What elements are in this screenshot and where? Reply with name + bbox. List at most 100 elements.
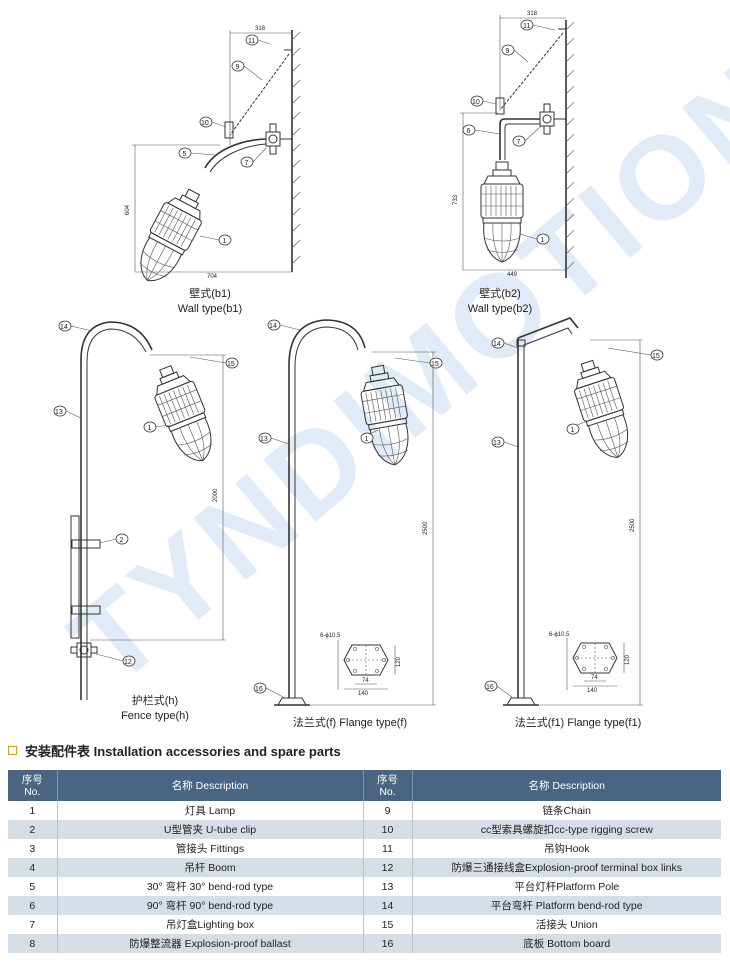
cell-desc-2: 平台灯杆Platform Pole: [412, 877, 721, 896]
table-row: 3 管接头 Fittings 11 吊钩Hook: [8, 839, 721, 858]
svg-text:9: 9: [236, 64, 240, 71]
table-header-row: 序号 No. 名称 Description 序号 No. 名称 Descript…: [8, 770, 721, 801]
svg-text:140: 140: [358, 691, 369, 697]
svg-text:1: 1: [148, 425, 152, 432]
cell-desc: 吊灯盒Lighting box: [57, 915, 364, 934]
svg-text:2500: 2500: [423, 521, 429, 535]
svg-text:120: 120: [396, 656, 402, 667]
table-row: 1 灯具 Lamp 9 链条Chain: [8, 801, 721, 820]
svg-text:11: 11: [523, 23, 530, 30]
svg-text:16: 16: [486, 684, 494, 691]
cell-no-2: 11: [363, 839, 413, 858]
svg-text:704: 704: [207, 274, 218, 280]
caption-cn: 壁式(b2): [479, 288, 521, 300]
caption-flange-f1: 法兰式(f1) Flange type(f1): [488, 716, 668, 731]
table-row: 2 U型管夹 U-tube clip 10 cc型索具螺旋扣cc-type ri…: [8, 820, 721, 839]
caption-fence-h: 护栏式(h) Fence type(h): [95, 694, 215, 724]
svg-text:13: 13: [493, 440, 501, 447]
section-heading: 安装配件表 Installation accessories and spare…: [8, 741, 341, 759]
parts-table: 序号 No. 名称 Description 序号 No. 名称 Descript…: [8, 770, 721, 953]
header-no: 序号 No.: [8, 770, 58, 801]
cell-no: 1: [8, 801, 58, 820]
cell-no: 4: [8, 858, 58, 877]
svg-text:2: 2: [120, 537, 124, 544]
cell-desc-2: cc型索具螺旋扣cc-type rigging screw: [412, 820, 721, 839]
cell-no-2: 16: [363, 934, 413, 953]
caption-cn: 护栏式(h): [131, 695, 179, 707]
watermark: TYNDIMOTION: [47, 35, 730, 709]
svg-text:15: 15: [431, 361, 439, 368]
section-title-text: 安装配件表 Installation accessories and spare…: [25, 743, 341, 759]
cell-desc: 30° 弯杆 30° bend-rod type: [57, 877, 364, 896]
svg-text:604: 604: [125, 204, 131, 215]
cell-no-2: 10: [363, 820, 413, 839]
cell-no-2: 9: [363, 801, 413, 820]
svg-text:6: 6: [467, 128, 471, 135]
caption-wall-b1: 壁式(b1) Wall type(b1): [150, 287, 270, 317]
svg-text:1: 1: [541, 237, 545, 244]
svg-text:6-ϕ10.5: 6-ϕ10.5: [549, 632, 570, 638]
table-row: 4 吊杆 Boom 12 防爆三通接线盒Explosion-proof term…: [8, 858, 721, 877]
svg-text:1: 1: [571, 427, 575, 434]
svg-text:74: 74: [362, 678, 369, 684]
cell-no: 3: [8, 839, 58, 858]
svg-text:13: 13: [55, 409, 63, 416]
caption-en: Flange type(f1): [567, 717, 642, 729]
svg-text:2500: 2500: [630, 518, 636, 532]
svg-text:1: 1: [365, 436, 369, 443]
svg-text:74: 74: [591, 675, 598, 681]
figure-flange-f: 2500 6-ϕ10.5 120 74 140 14 15 13 1 16: [253, 319, 443, 706]
svg-text:12: 12: [124, 659, 132, 666]
header-no-2: 序号 No.: [363, 770, 413, 801]
cell-no-2: 15: [363, 915, 413, 934]
svg-text:14: 14: [269, 323, 277, 330]
svg-text:10: 10: [472, 99, 480, 106]
caption-en: Wall type(b1): [177, 303, 243, 315]
header-description: 名称 Description: [57, 770, 364, 801]
svg-text:15: 15: [227, 361, 235, 368]
svg-text:16: 16: [255, 686, 263, 693]
caption-wall-b2: 壁式(b2) Wall type(b2): [440, 287, 560, 317]
cell-desc-2: 防爆三通接线盒Explosion-proof terminal box link…: [412, 858, 721, 877]
cell-desc-2: 活接头 Union: [412, 915, 721, 934]
caption-flange-f: 法兰式(f) Flange type(f): [270, 716, 430, 731]
cell-desc-2: 平台弯杆 Platform bend-rod type: [412, 896, 721, 915]
table-row: 7 吊灯盒Lighting box 15 活接头 Union: [8, 915, 721, 934]
cell-no-2: 13: [363, 877, 413, 896]
table-row: 6 90° 弯杆 90° bend-rod type 14 平台弯杆 Platf…: [8, 896, 721, 915]
cell-no: 7: [8, 915, 58, 934]
caption-cn: 法兰式(f1): [514, 717, 565, 729]
cell-desc: 90° 弯杆 90° bend-rod type: [57, 896, 364, 915]
cell-desc-2: 吊钩Hook: [412, 839, 721, 858]
svg-text:140: 140: [587, 688, 598, 694]
svg-text:318: 318: [527, 11, 538, 17]
svg-text:10: 10: [201, 120, 209, 127]
svg-text:318: 318: [255, 26, 266, 32]
square-bullet-icon: [8, 745, 17, 755]
svg-text:9: 9: [506, 48, 510, 55]
svg-text:13: 13: [260, 436, 268, 443]
svg-text:7: 7: [517, 139, 521, 146]
svg-text:7: 7: [245, 160, 249, 167]
caption-cn: 法兰式(f): [292, 717, 337, 729]
svg-text:120: 120: [625, 654, 631, 665]
svg-text:5: 5: [183, 151, 187, 158]
figure-wall-b2: 318 733 449 11 9 10 6 7 1: [453, 11, 575, 278]
cell-desc: 吊杆 Boom: [57, 858, 364, 877]
header-no-en: No.: [379, 785, 396, 798]
figure-flange-f1: 2500 6-ϕ10.5 120 74 140 14 15 13 1 16: [484, 317, 664, 706]
svg-text:14: 14: [493, 341, 501, 348]
figure-wall-b1: 318 604 704 11 9 10 5 7 1: [125, 26, 301, 291]
table-row: 5 30° 弯杆 30° bend-rod type 13 平台灯杆Platfo…: [8, 877, 721, 896]
cell-no-2: 12: [363, 858, 413, 877]
cell-desc: U型管夹 U-tube clip: [57, 820, 364, 839]
diagram-canvas: TYNDIMOTION 318: [47, 11, 730, 710]
cell-desc-2: 链条Chain: [412, 801, 721, 820]
cell-no: 8: [8, 934, 58, 953]
cell-no-2: 14: [363, 896, 413, 915]
svg-text:2000: 2000: [213, 488, 219, 502]
header-no-cn: 序号: [377, 773, 398, 786]
header-no-en: No.: [24, 785, 41, 798]
cell-desc: 防爆整流器 Explosion-proof ballast: [57, 934, 364, 953]
svg-text:6-ϕ10.5: 6-ϕ10.5: [320, 633, 341, 639]
